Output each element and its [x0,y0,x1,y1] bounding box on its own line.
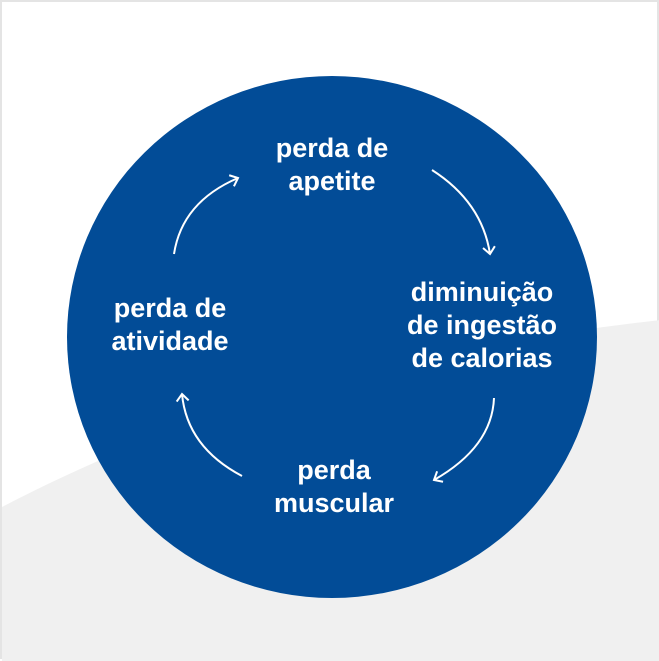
arrow-bottom-left [175,392,243,477]
node-line: apetite [288,166,376,196]
node-perda-de-apetite: perda de apetite [232,132,432,198]
node-line: muscular [273,488,395,518]
arrow-bottom-right [432,397,495,483]
node-perda-muscular: perda muscular [234,454,434,520]
node-line: perda de [275,133,389,163]
node-diminuicao-ingestao-calorias: diminuição de ingestão de calorias [382,276,582,375]
node-line: perda de [113,293,227,323]
node-line: de calorias [411,343,553,373]
node-perda-de-atividade: perda de atividade [70,292,270,358]
node-line: de ingestão [406,310,558,340]
arrow-top-left [173,174,240,255]
node-line: atividade [111,326,229,356]
blue-circle [67,76,597,598]
arrow-top-right [431,169,496,256]
node-line: perda [297,455,371,485]
node-line: diminuição [410,277,554,307]
